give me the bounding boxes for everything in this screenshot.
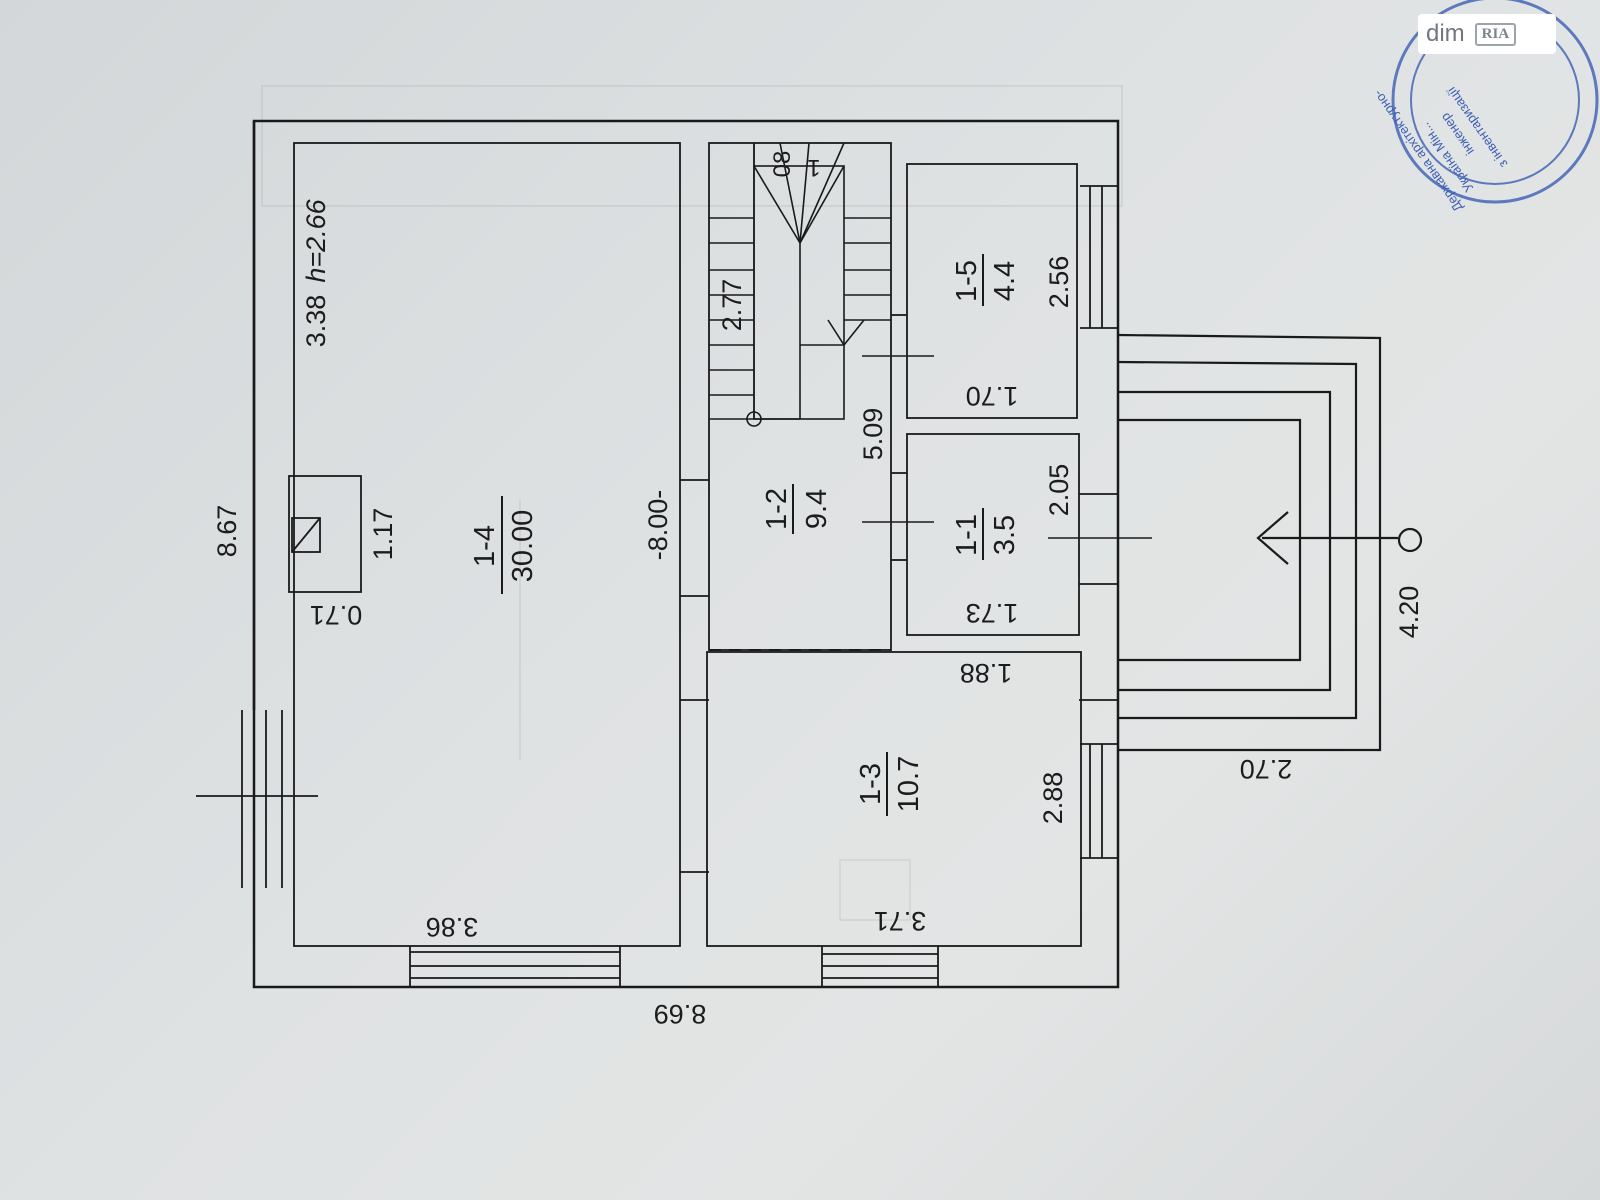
- room-1-1-width-dim: 1.73: [966, 598, 1019, 628]
- chimney-flue-diagonal: [291, 517, 321, 553]
- porch-steps: [1117, 333, 1423, 752]
- room-1-4-length-dim: 3.38: [301, 295, 331, 348]
- window-left: [196, 710, 318, 888]
- doorways: [680, 314, 1118, 873]
- stair-top-label-a: 1: [807, 154, 820, 181]
- room-1-3-area: 10.7: [893, 756, 925, 812]
- chimney-length-dim: 1.17: [368, 508, 398, 561]
- window-right-upper: [1080, 185, 1118, 329]
- watermark-text: dim: [1426, 20, 1465, 47]
- chimney-width-dim: 0.71: [310, 600, 363, 630]
- room-1-1-area: 3.5: [989, 515, 1021, 555]
- overall-depth-dim: 8.67: [212, 505, 242, 558]
- watermark-badge: RIA: [1474, 22, 1517, 46]
- room-1-5-length-dim: 2.56: [1044, 256, 1074, 309]
- porch-width-dim: 2.70: [1240, 754, 1293, 784]
- stair-run-dim: 2.77: [717, 279, 747, 332]
- window-right-lower: [1080, 743, 1118, 859]
- bleed-through-lines: [261, 85, 1123, 921]
- room-1-4-id: 1-4: [469, 525, 501, 567]
- room-1-5-width-dim: 1.70: [966, 381, 1019, 411]
- chimney-flue: [291, 517, 321, 553]
- room-1-5-outline: [906, 163, 1078, 419]
- dim-ria-watermark: dim RIA: [1418, 14, 1556, 54]
- window-bottom-left: [409, 946, 621, 987]
- room-1-3-top-dim: 1.88: [960, 658, 1013, 688]
- room-1-2-id: 1-2: [761, 488, 793, 530]
- partition-dim: -8.00-: [643, 490, 673, 561]
- room-1-1-outline: [906, 433, 1080, 636]
- room-1-4-width-dim: 3.86: [426, 912, 479, 942]
- room-1-2-length-dim: 5.09: [858, 408, 888, 461]
- room-1-3-id: 1-3: [855, 763, 887, 805]
- room-1-3-length-dim: 2.88: [1038, 772, 1068, 825]
- room-1-4-area: 30.00: [507, 510, 539, 583]
- room-1-2-area: 9.4: [801, 489, 833, 529]
- room-1-3-width-dim: 3.71: [874, 906, 927, 936]
- stamp-text: Державна архітектурно- Україна Мін... ін…: [1370, 84, 1511, 215]
- room-1-1-id: 1-1: [951, 514, 983, 556]
- window-bottom-right: [821, 946, 939, 987]
- porch-length-dim: 4.20: [1394, 586, 1424, 639]
- room-1-1-length-dim: 2.05: [1044, 464, 1074, 517]
- chimney: [288, 475, 362, 593]
- room-1-5-id: 1-5: [951, 260, 983, 302]
- room-1-5-area: 4.4: [989, 261, 1021, 301]
- room-1-4-outline: [293, 142, 681, 947]
- overall-width-dim: 8.69: [654, 999, 707, 1029]
- room-1-3-outline: [706, 651, 1082, 947]
- ceiling-height-label: h=2.66: [301, 198, 331, 282]
- stair-top-label-b: 08: [769, 151, 796, 178]
- staircase: [709, 142, 1152, 539]
